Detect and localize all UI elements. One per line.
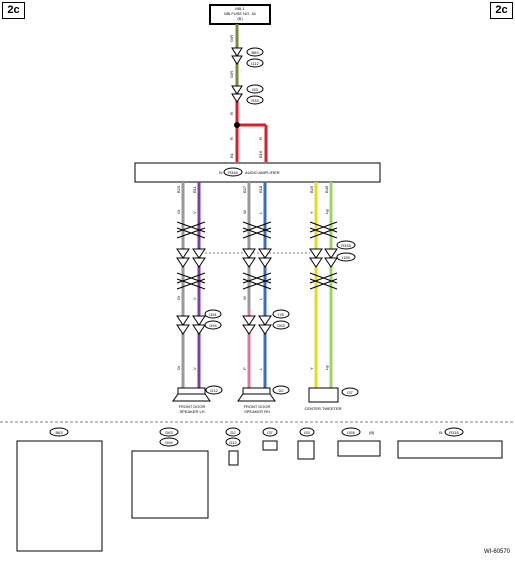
svg-text:W: W <box>242 296 247 300</box>
svg-text:Lg: Lg <box>324 210 329 214</box>
connector-mark-2 <box>231 55 243 65</box>
i53-tag <box>246 84 264 94</box>
fuse-line3: (B) <box>237 16 243 21</box>
svg-text:I37: I37 <box>347 390 353 395</box>
page-tag-right: 2c <box>490 2 513 19</box>
legend-d63-d94: D63 D94 <box>131 427 209 519</box>
r33-tag <box>246 95 264 105</box>
svg-text:B1: B1 <box>229 152 234 158</box>
svg-text:D12: D12 <box>229 440 237 445</box>
svg-text:Gr: Gr <box>176 365 181 370</box>
svg-text:B40: B40 <box>324 185 329 193</box>
fuse-box <box>209 4 271 25</box>
svg-text:D94: D94 <box>165 440 173 445</box>
mid-connectors <box>176 248 338 335</box>
svg-text:R316: R316 <box>228 170 238 175</box>
svg-text:I151: I151 <box>209 312 218 317</box>
svg-text:D2: D2 <box>230 430 236 435</box>
speaker-rh: D2 FRONT DOOR SPEAKER RH <box>237 385 290 414</box>
i112-tag <box>246 58 264 68</box>
legend-r316: B: R316 <box>397 427 503 459</box>
svg-text:B:: B: <box>439 430 443 435</box>
svg-text:G/R: G/R <box>229 71 234 78</box>
svg-text:SPEAKER LH: SPEAKER LH <box>179 409 204 414</box>
svg-text:I155: I155 <box>347 430 356 435</box>
svg-text:B25: B25 <box>309 185 314 193</box>
fuse-line1: MB-1 <box>235 6 245 11</box>
svg-text:L: L <box>258 297 263 300</box>
svg-text:R33: R33 <box>251 98 259 103</box>
svg-text:I155: I155 <box>342 255 351 260</box>
svg-text:B18: B18 <box>258 185 263 193</box>
svg-text:(B): (B) <box>369 430 375 435</box>
svg-text:B11: B11 <box>192 185 197 193</box>
svg-text:I53: I53 <box>252 87 258 92</box>
center-tweeter: I37 CENTER TWEETER <box>304 387 359 411</box>
svg-text:FRONT DOOR: FRONT DOOR <box>244 404 271 409</box>
svg-text:L: L <box>258 367 263 370</box>
legend-i37: I37 <box>262 427 278 451</box>
svg-text:D63: D63 <box>165 430 173 435</box>
svg-text:D12: D12 <box>210 388 218 393</box>
svg-text:AUDIO AMPLIFIER: AUDIO AMPLIFIER <box>245 170 280 175</box>
svg-text:Gr: Gr <box>176 209 181 214</box>
svg-text:Lg: Lg <box>324 366 329 370</box>
speaker-wires <box>181 182 333 388</box>
svg-text:D2: D2 <box>278 388 284 393</box>
svg-text:I78: I78 <box>278 312 284 317</box>
svg-text:R: R <box>229 112 234 115</box>
svg-text:P: P <box>242 367 247 370</box>
svg-text:R: R <box>258 137 263 140</box>
svg-text:D63: D63 <box>277 323 285 328</box>
svg-text:SPEAKER RH: SPEAKER RH <box>244 409 270 414</box>
b63-tag <box>246 47 264 57</box>
audio-amplifier <box>134 162 381 183</box>
legend-i155: I155 (B) <box>337 427 381 457</box>
svg-text:W: W <box>242 210 247 214</box>
svg-text:B:: B: <box>219 170 223 175</box>
svg-text:B63: B63 <box>251 50 259 55</box>
svg-text:G/R: G/R <box>229 35 234 42</box>
svg-text:Y: Y <box>309 211 314 214</box>
junction-dot <box>234 122 240 128</box>
svg-text:B16: B16 <box>258 150 263 158</box>
connector-mark-1 <box>231 47 243 57</box>
svg-text:Y: Y <box>309 367 314 370</box>
svg-text:FRONT DOOR: FRONT DOOR <box>179 404 206 409</box>
svg-text:I37: I37 <box>267 430 273 435</box>
twist-marks <box>176 221 338 290</box>
svg-text:R316: R316 <box>449 430 459 435</box>
svg-text:Gr: Gr <box>176 295 181 300</box>
speaker-lh: D12 FRONT DOOR SPEAKER LH <box>172 385 223 414</box>
svg-text:V: V <box>192 297 197 300</box>
legend-i53: I53 <box>297 427 315 460</box>
svg-text:B20: B20 <box>176 185 181 193</box>
svg-text:I112: I112 <box>251 61 259 66</box>
svg-text:V: V <box>192 367 197 370</box>
legend-d2-d12: D2 D12 <box>225 427 241 466</box>
legend-b63: B63 <box>16 427 103 552</box>
svg-text:B27: B27 <box>242 185 247 193</box>
svg-text:R: R <box>229 137 234 140</box>
figure-id: WI-60570 <box>484 549 511 555</box>
svg-text:CENTER TWEETER: CENTER TWEETER <box>304 406 341 411</box>
svg-text:V: V <box>192 211 197 214</box>
svg-text:I53: I53 <box>304 430 310 435</box>
svg-text:R333: R333 <box>341 243 351 248</box>
fuse-line2: MB FUSE NO. 34 <box>224 11 256 16</box>
page-tag-left: 2c <box>2 2 25 19</box>
svg-text:B63: B63 <box>55 430 63 435</box>
svg-text:L: L <box>258 211 263 214</box>
svg-text:D94: D94 <box>209 323 217 328</box>
